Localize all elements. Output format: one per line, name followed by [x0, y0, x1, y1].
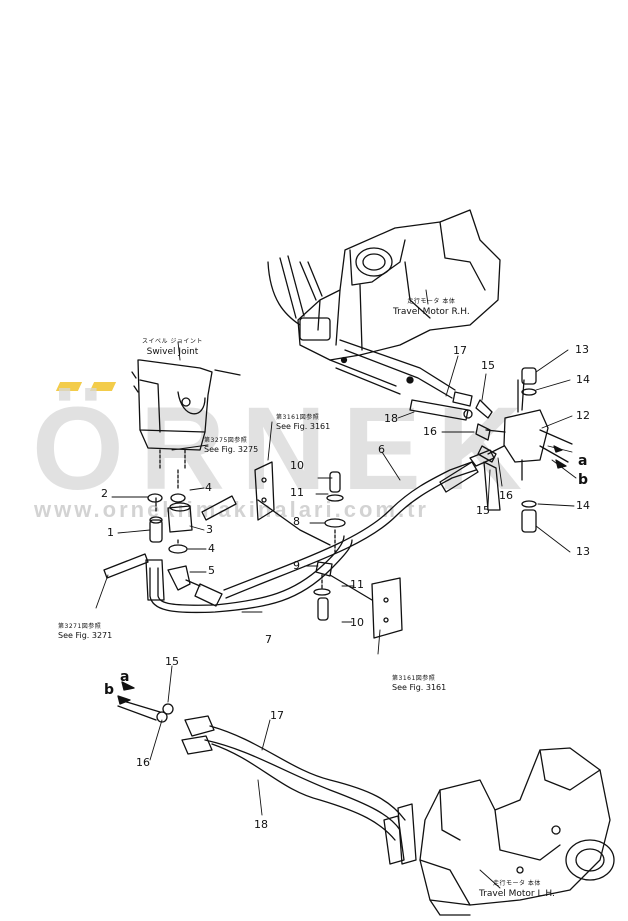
callout-3: 3 [206, 523, 213, 536]
callout-14-lower: 14 [576, 499, 590, 512]
port-label-a-lower: a [120, 669, 130, 685]
callout-16-mid: 16 [499, 489, 513, 502]
callout-11-lower: 11 [350, 578, 364, 591]
port-label-b-upper: b [578, 472, 589, 488]
ref-fig-3161-upper: 第3161図参照 See Fig. 3161 [276, 413, 330, 431]
callout-10-lower: 10 [350, 616, 364, 629]
callout-1: 1 [107, 526, 114, 539]
fittings-left [147, 469, 193, 591]
callout-12: 12 [576, 409, 590, 422]
ref-fig-3161-upper-en: See Fig. 3161 [276, 422, 331, 431]
callout-4-upper: 4 [205, 481, 212, 494]
swivel-joint-drawing [131, 359, 241, 471]
callout-15-lower: 15 [165, 655, 179, 668]
pipe-18-upper [409, 391, 473, 421]
clamp-brackets [254, 461, 403, 639]
callout-16-upper: 16 [423, 425, 437, 438]
callout-7: 7 [265, 633, 272, 646]
callout-4-lower: 4 [208, 542, 215, 555]
callout-18-upper: 18 [384, 412, 398, 425]
callout-11-upper: 11 [290, 486, 304, 499]
hose-7-drawing [145, 535, 353, 614]
callout-2: 2 [101, 487, 108, 500]
ref-fig-3271: 第3271図参照 See Fig. 3271 [58, 622, 112, 640]
callout-18-lower: 18 [254, 818, 268, 831]
ref-fig-3275: 第3275図参照 See Fig. 3275 [204, 436, 258, 454]
callout-9: 9 [293, 559, 300, 572]
leader-lines [95, 289, 577, 889]
cross-block-12 [475, 367, 573, 533]
callout-15-mid: 15 [476, 504, 490, 517]
callout-10-upper: 10 [290, 459, 304, 472]
callout-17-upper: 17 [453, 344, 467, 357]
callout-8: 8 [293, 515, 300, 528]
hoses-17-18-lower [117, 699, 417, 865]
travel-motor-rh-label: 走行モータ 本体 Travel Motor R.H. [393, 297, 470, 317]
ref-fig-3275-jp: 第3275図参照 [204, 437, 248, 444]
travel-motor-lh-label-en: Travel Motor L.H. [479, 889, 555, 899]
travel-motor-lh-label: 走行モータ 本体 Travel Motor L.H. [479, 879, 555, 899]
ref-fig-3161-lower-en: See Fig. 3161 [392, 683, 447, 692]
callout-16-lower: 16 [136, 756, 150, 769]
ref-fig-3161-lower: 第3161図参照 See Fig. 3161 [392, 674, 446, 692]
callout-17-lower: 17 [270, 709, 284, 722]
flow-arrows [117, 445, 567, 705]
callout-13-upper: 13 [575, 343, 589, 356]
swivel-joint-label-en: Swivel Joint [146, 347, 199, 357]
pipe-stubs [103, 495, 237, 579]
travel-motor-rh-drawing [267, 209, 501, 399]
ref-fig-3161-upper-jp: 第3161図参照 [276, 414, 320, 421]
port-label-a-upper: a [578, 453, 588, 469]
callout-13-lower: 13 [576, 545, 590, 558]
ref-fig-3161-lower-jp: 第3161図参照 [392, 675, 436, 682]
callout-6: 6 [378, 443, 385, 456]
ref-fig-3271-jp: 第3271図参照 [58, 623, 102, 630]
callout-15-upper: 15 [481, 359, 495, 372]
travel-motor-lh-drawing [419, 747, 615, 916]
travel-motor-rh-label-jp: 走行モータ 本体 [407, 298, 456, 305]
ref-fig-3275-en: See Fig. 3275 [204, 445, 259, 454]
hose-6-drawing [223, 449, 495, 599]
travel-motor-rh-label-en: Travel Motor R.H. [393, 307, 470, 317]
swivel-joint-label-jp: スイベル ジョイント [142, 338, 203, 345]
ref-fig-3271-en: See Fig. 3271 [58, 631, 113, 640]
swivel-joint-label: スイベル ジョイント Swivel Joint [142, 337, 203, 357]
port-label-b-lower: b [104, 682, 115, 698]
callout-14-upper: 14 [576, 373, 590, 386]
callout-5: 5 [208, 564, 215, 577]
travel-motor-lh-label-jp: 走行モータ 本体 [492, 880, 541, 887]
